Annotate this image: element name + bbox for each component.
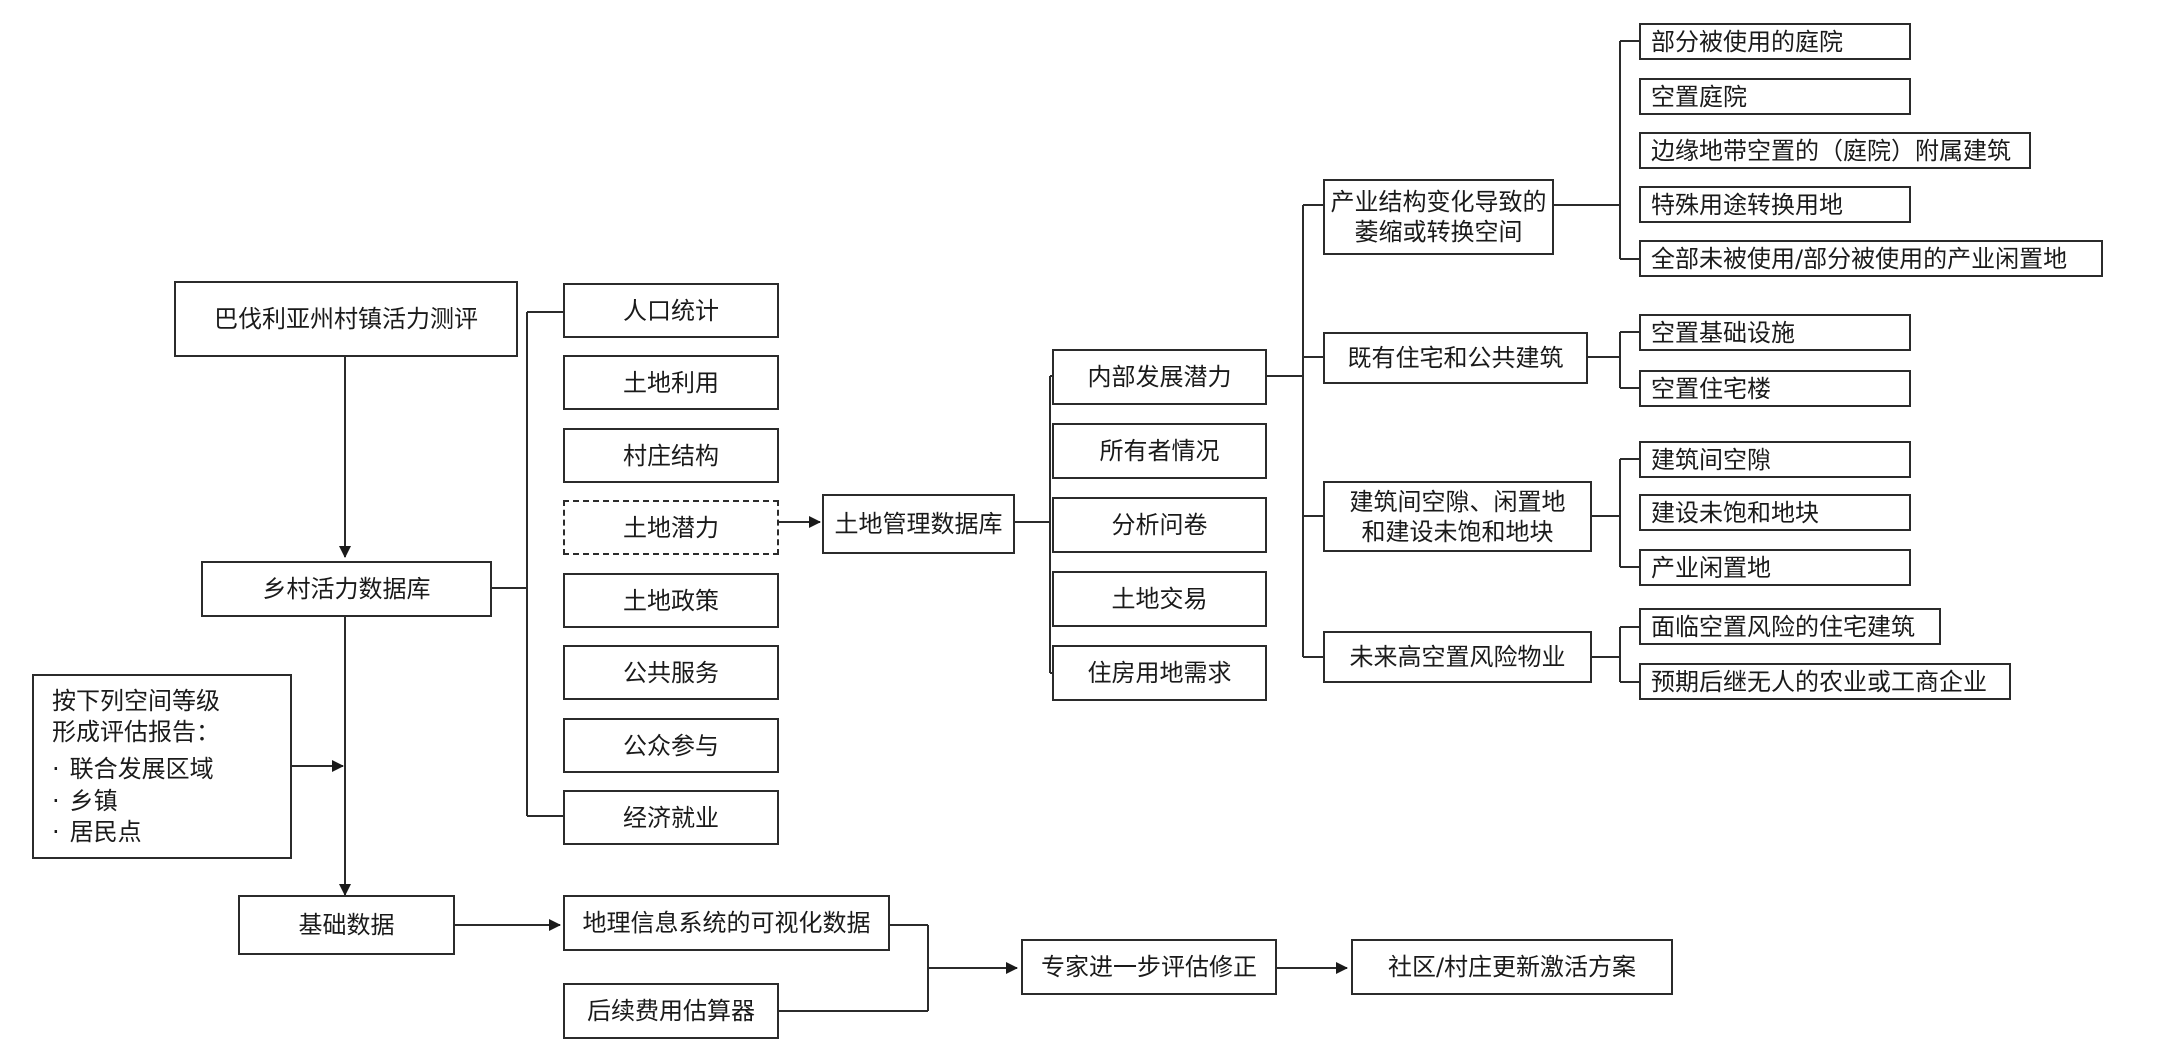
- potential-item: 面临空置风险的住宅建筑: [1639, 608, 1941, 645]
- potential-item: 空置基础设施: [1639, 314, 1911, 351]
- category-node: 公共服务: [563, 645, 779, 700]
- potential-item: 建设未饱和地块: [1639, 494, 1911, 531]
- category-node: 公众参与: [563, 718, 779, 773]
- report-level-item: 乡镇: [52, 786, 272, 817]
- report-note-heading-1: 按下列空间等级: [52, 687, 220, 715]
- category-node: 土地利用: [563, 355, 779, 410]
- category-node: 人口统计: [563, 283, 779, 338]
- potential-item: 预期后继无人的农业或工商企业: [1639, 663, 2011, 700]
- potential-node: 建筑间空隙、闲置地 和建设未饱和地块: [1323, 481, 1592, 552]
- basic-data-node: 基础数据: [238, 895, 455, 955]
- report-level-item: 联合发展区域: [52, 754, 272, 785]
- report-level-list: 联合发展区域 乡镇 居民点: [52, 754, 272, 848]
- renewal-plan-node: 社区/村庄更新激活方案: [1351, 939, 1673, 995]
- potential-label-line: 建筑间空隙、闲置地: [1349, 487, 1566, 516]
- potential-node: 产业结构变化导致的 萎缩或转换空间: [1323, 179, 1554, 255]
- potential-label-line: 产业结构变化导致的: [1330, 188, 1547, 216]
- potential-item: 边缘地带空置的（庭院）附属建筑: [1639, 132, 2031, 169]
- land-db-item: 土地交易: [1052, 571, 1267, 627]
- potential-item: 特殊用途转换用地: [1639, 186, 1911, 223]
- category-node-land-potential: 土地潜力: [563, 500, 779, 555]
- report-note: 按下列空间等级 形成评估报告： 联合发展区域 乡镇 居民点: [32, 674, 292, 859]
- potential-item: 全部未被使用/部分被使用的产业闲置地: [1639, 240, 2103, 277]
- potential-item: 空置庭院: [1639, 78, 1911, 115]
- land-db-item: 内部发展潜力: [1052, 349, 1267, 405]
- category-node: 土地政策: [563, 573, 779, 628]
- potential-item: 部分被使用的庭院: [1639, 23, 1911, 60]
- category-node: 经济就业: [563, 790, 779, 845]
- potential-item: 产业闲置地: [1639, 549, 1911, 586]
- land-db-node: 土地管理数据库: [822, 494, 1015, 554]
- potential-node: 既有住宅和公共建筑: [1323, 332, 1588, 384]
- potential-item: 空置住宅楼: [1639, 370, 1911, 407]
- expert-review-node: 专家进一步评估修正: [1021, 939, 1277, 995]
- database-node: 乡村活力数据库: [201, 561, 492, 617]
- potential-label-line: 和建设未饱和地块: [1361, 517, 1554, 546]
- category-node: 村庄结构: [563, 428, 779, 483]
- report-level-item: 居民点: [52, 817, 272, 848]
- gis-data-node: 地理信息系统的可视化数据: [563, 895, 890, 951]
- potential-item: 建筑间空隙: [1639, 441, 1911, 478]
- land-db-item: 住房用地需求: [1052, 645, 1267, 701]
- potential-label-line: 萎缩或转换空间: [1354, 218, 1523, 246]
- land-db-item: 所有者情况: [1052, 423, 1267, 479]
- land-db-item: 分析问卷: [1052, 497, 1267, 553]
- potential-node: 未来高空置风险物业: [1323, 631, 1592, 683]
- cost-estimator-node: 后续费用估算器: [563, 983, 779, 1039]
- report-note-heading-2: 形成评估报告：: [52, 718, 220, 747]
- root-node: 巴伐利亚州村镇活力测评: [174, 281, 518, 357]
